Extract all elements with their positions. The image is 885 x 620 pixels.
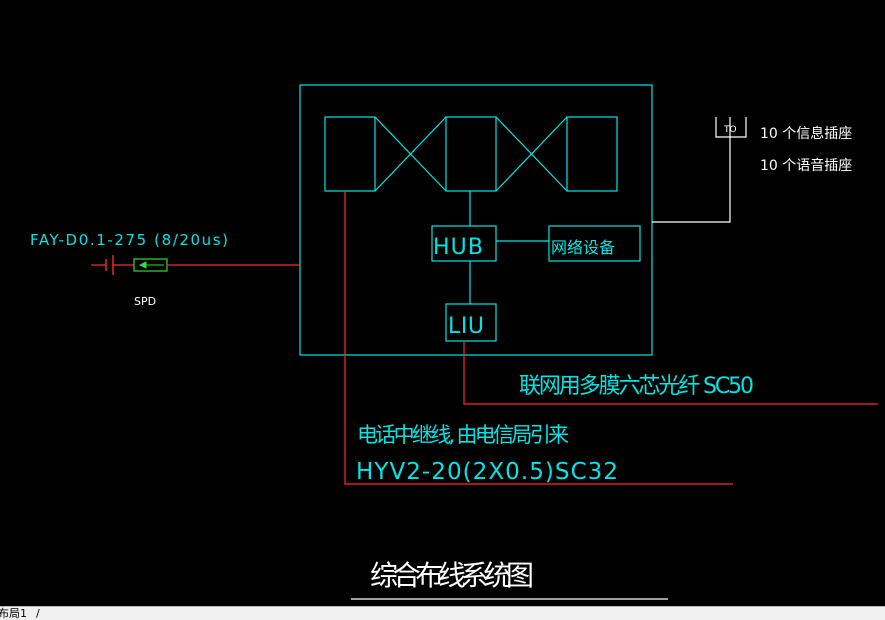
- fiber-cable-line: [463, 341, 878, 405]
- outlet-symbol: [715, 117, 747, 138]
- patch-panel-left: [324, 116, 376, 192]
- tab-separator: /: [36, 607, 40, 620]
- phone-trunk-label-1: 电话中继线, 由电信局引来: [357, 423, 569, 447]
- outlet-symbol-label: TO: [723, 125, 737, 135]
- layout-tab[interactable]: 布局1: [0, 607, 27, 620]
- cabinet-frame: [299, 84, 653, 356]
- hub-label: HUB: [433, 235, 483, 260]
- fiber-cable-label: 联网用多膜六芯光纤 SC50: [519, 374, 754, 399]
- phone-trunk-label-2: HYV2-20(2X0.5)SC32: [356, 459, 618, 485]
- liu-label: LIU: [448, 314, 484, 339]
- wiring-system-diagram: HUB 网络设备 LIU TO 10 个信息插座 10 个语音插座 FAY-D0…: [30, 84, 878, 600]
- cad-drawing-canvas[interactable]: HUB 网络设备 LIU TO 10 个信息插座 10 个语音插座 FAY-D0…: [0, 0, 885, 606]
- liu-box: [445, 303, 497, 342]
- cross-connect-left: [374, 116, 447, 192]
- phone-trunk-line: [344, 191, 733, 485]
- spd-caption: SPD: [134, 295, 156, 308]
- layout-tab-bar: 布局1 /: [0, 606, 885, 620]
- patch-panel-middle: [445, 116, 497, 192]
- spd-arrow-icon: [138, 261, 164, 269]
- hub-box: [431, 225, 497, 262]
- outlet-feed-line: [652, 117, 731, 223]
- patch-panel-right: [566, 116, 618, 192]
- outlet-voice-text: 10 个语音插座: [760, 157, 852, 174]
- diagram-title: 综合布线系统图: [370, 559, 534, 592]
- network-device-box: [548, 225, 641, 262]
- outlet-info-text: 10 个信息插座: [760, 125, 852, 142]
- network-device-label: 网络设备: [551, 238, 615, 257]
- spd-model-label: FAY-D0.1-275 (8/20us): [30, 231, 228, 249]
- cross-connect-right: [495, 116, 568, 192]
